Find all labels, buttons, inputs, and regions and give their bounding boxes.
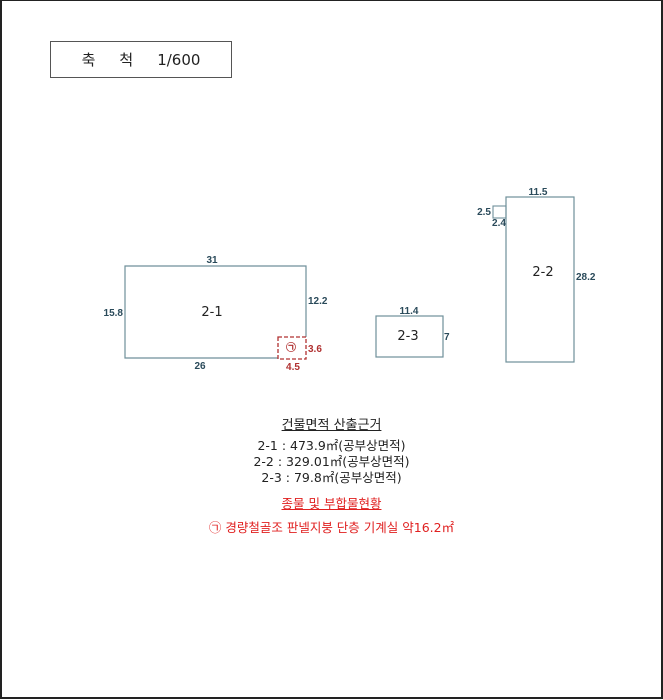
building-2-1: 2-1 31 15.8 12.2 26 ㉠ 3.6 4.5 bbox=[104, 255, 328, 373]
area-line-2-1: 2-1 : 473.9㎡(공부상면적) bbox=[257, 438, 406, 453]
area-line-2-2: 2-2 : 329.01㎡(공부상면적) bbox=[253, 454, 410, 469]
scale-label-2: 척 bbox=[119, 51, 134, 69]
scale-value: 1/600 bbox=[157, 50, 201, 69]
dim-2-2-top: 11.5 bbox=[529, 187, 548, 198]
area-notes: 건물면적 산출근거 2-1 : 473.9㎡(공부상면적) 2-2 : 329.… bbox=[0, 414, 663, 536]
dim-2-1-bottom: 26 bbox=[194, 361, 206, 372]
dim-2-3-right: 7 bbox=[444, 332, 450, 343]
scale-label-1: 축 bbox=[81, 51, 96, 69]
notes-title: 건물면적 산출근거 bbox=[281, 418, 382, 433]
dim-2-2-right: 28.2 bbox=[576, 272, 596, 283]
building-2-1-label: 2-1 bbox=[201, 305, 222, 320]
dim-annex-width: 4.5 bbox=[286, 362, 300, 373]
dim-2-2-annex-width: 2.4 bbox=[492, 218, 506, 229]
building-2-2: 2-2 11.5 28.2 2.5 2.4 bbox=[477, 187, 596, 363]
annex-2-2-outline bbox=[492, 205, 507, 219]
appurtenance-title: 종물 및 부합물현황 bbox=[281, 496, 382, 511]
annex-2-1-outline bbox=[277, 336, 307, 360]
building-2-3-label: 2-3 bbox=[397, 329, 418, 344]
dim-annex-height: 3.6 bbox=[308, 344, 322, 355]
area-line-2-3: 2-3 : 79.8㎡(공부상면적) bbox=[261, 470, 402, 485]
building-2-3: 2-3 11.4 7 bbox=[375, 306, 450, 358]
building-2-2-label: 2-2 bbox=[532, 265, 553, 280]
dim-2-3-top: 11.4 bbox=[400, 306, 419, 317]
dim-2-1-right: 12.2 bbox=[308, 296, 328, 307]
dim-2-1-top: 31 bbox=[206, 255, 218, 266]
appurtenance-line: ㉠ 경량철골조 판넬지붕 단층 기계실 약16.2㎡ bbox=[208, 520, 455, 535]
dim-2-2-annex-height: 2.5 bbox=[477, 207, 491, 218]
annex-symbol: ㉠ bbox=[286, 341, 296, 354]
dim-2-1-left: 15.8 bbox=[104, 308, 124, 319]
scale-box: 축 척 1/600 bbox=[50, 41, 232, 78]
